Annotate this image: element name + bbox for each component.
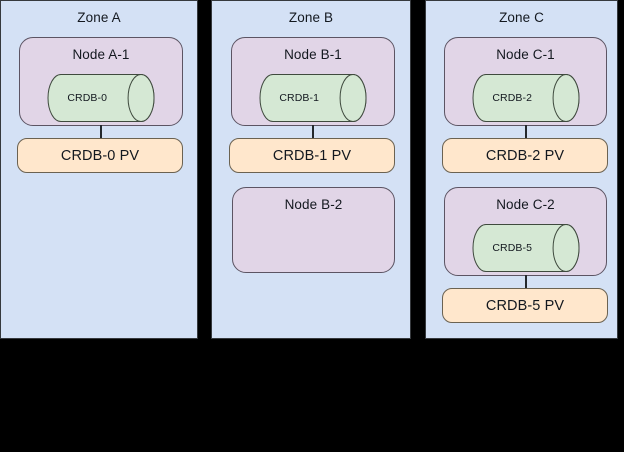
database-cylinder-crdb-1: CRDB-1 bbox=[259, 74, 367, 122]
node-node-b-2[interactable]: Node B-2 bbox=[232, 187, 395, 273]
node-title: Node B-1 bbox=[284, 47, 342, 62]
persistent-volume-label: CRDB-1 PV bbox=[272, 147, 352, 164]
cylinder-shape bbox=[472, 74, 580, 122]
persistent-volume-crdb-5-pv[interactable]: CRDB-5 PV bbox=[442, 288, 608, 323]
database-cylinder-crdb-0: CRDB-0 bbox=[47, 74, 155, 122]
cylinder-end-cap bbox=[339, 74, 367, 122]
cylinder-shape bbox=[472, 224, 580, 272]
node-title: Node C-1 bbox=[496, 47, 555, 62]
node-to-volume-connector bbox=[312, 125, 314, 139]
node-to-volume-connector bbox=[525, 275, 527, 289]
node-to-volume-connector bbox=[100, 125, 102, 139]
node-title: Node C-2 bbox=[496, 197, 555, 212]
persistent-volume-label: CRDB-5 PV bbox=[485, 297, 565, 314]
cylinder-end-cap bbox=[127, 74, 155, 122]
node-title: Node A-1 bbox=[72, 47, 130, 62]
zone-title: Zone C bbox=[499, 10, 544, 25]
cylinder-end-cap bbox=[552, 224, 580, 272]
persistent-volume-label: CRDB-0 PV bbox=[60, 147, 140, 164]
persistent-volume-label: CRDB-2 PV bbox=[485, 147, 565, 164]
node-title: Node B-2 bbox=[284, 197, 343, 212]
zone-title: Zone B bbox=[288, 10, 334, 25]
persistent-volume-crdb-1-pv[interactable]: CRDB-1 PV bbox=[229, 138, 395, 173]
node-to-volume-connector bbox=[525, 125, 527, 139]
persistent-volume-crdb-0-pv[interactable]: CRDB-0 PV bbox=[17, 138, 183, 173]
cylinder-end-cap bbox=[552, 74, 580, 122]
cylinder-shape bbox=[259, 74, 367, 122]
persistent-volume-crdb-2-pv[interactable]: CRDB-2 PV bbox=[442, 138, 608, 173]
database-cylinder-crdb-2: CRDB-2 bbox=[472, 74, 580, 122]
database-cylinder-crdb-5: CRDB-5 bbox=[472, 224, 580, 272]
zone-title: Zone A bbox=[77, 10, 121, 25]
cylinder-shape bbox=[47, 74, 155, 122]
